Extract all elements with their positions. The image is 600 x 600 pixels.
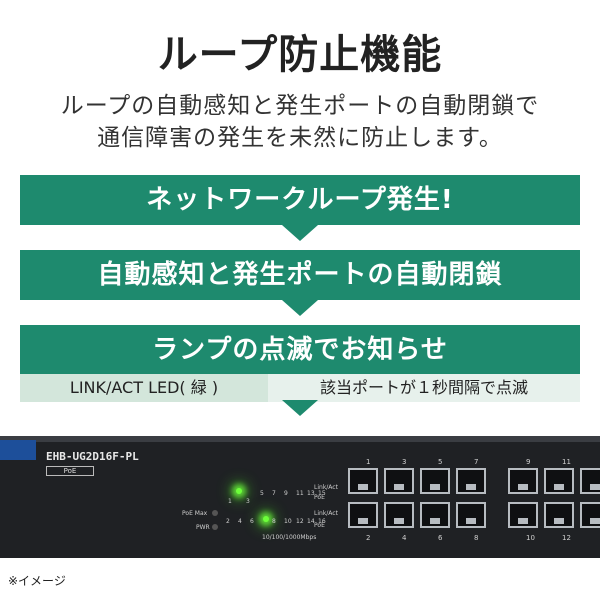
ethernet-port	[580, 502, 600, 528]
led-active-top	[236, 488, 242, 494]
ethernet-port	[384, 502, 414, 528]
port-num-top: 11	[562, 458, 571, 466]
subtitle-line-1: ループの自動感知と発生ポートの自動閉鎖で	[60, 93, 540, 119]
led-num-top: 13	[307, 490, 315, 497]
page-title: ループ防止機能	[157, 32, 443, 78]
image-footnote: ※イメージ	[8, 574, 66, 588]
led-num-bottom: 8	[272, 518, 276, 525]
ethernet-port	[384, 468, 414, 494]
port-num-bottom: 2	[366, 534, 371, 542]
pwr-led	[212, 524, 218, 530]
led-num-bottom: 6	[250, 518, 254, 525]
pwr-label: PWR	[196, 524, 210, 531]
ethernet-port	[508, 502, 538, 528]
led-num-top: 11	[296, 490, 304, 497]
led-num-top: 5	[260, 490, 264, 497]
poe-label-top: PoE	[314, 494, 325, 501]
port-grid: 1 3 5 7 9 11 2 4 6 8 10 12	[340, 458, 600, 544]
ethernet-port	[348, 502, 378, 528]
port-num-top: 1	[366, 458, 371, 466]
port-num-top: 7	[474, 458, 479, 466]
device-model-label: EHB-UG2D16F-PL	[46, 450, 139, 463]
led-num-top: 1	[228, 498, 232, 505]
led-info-left: LINK/ACT LED( 緑 )	[20, 374, 268, 402]
link-act-label-top: Link/Act	[314, 484, 338, 491]
device-top-edge	[0, 436, 600, 442]
led-num-bottom: 12	[296, 518, 304, 525]
led-num-bottom: 10	[284, 518, 292, 525]
brand-logo	[0, 440, 36, 460]
led-info-right: 該当ポートが１秒間隔で点滅	[319, 378, 528, 397]
poe-max-label: PoE Max	[182, 510, 208, 517]
port-num-bottom: 4	[402, 534, 407, 542]
poe-label-bottom: PoE	[314, 522, 325, 529]
ethernet-port	[456, 502, 486, 528]
port-num-bottom: 10	[526, 534, 535, 542]
ethernet-port	[544, 502, 574, 528]
port-num-bottom: 6	[438, 534, 443, 542]
poe-tag: PoE	[46, 466, 94, 476]
ethernet-port	[456, 468, 486, 494]
subtitle-line-2: 通信障害の発生を未然に防止します。	[97, 125, 503, 151]
down-arrow-icon	[282, 400, 318, 416]
port-num-top: 9	[526, 458, 531, 466]
poe-max-led	[212, 510, 218, 516]
step-banner-lamp-notify: ランプの点滅でお知らせ	[20, 325, 580, 375]
led-num-bottom: 2	[226, 518, 230, 525]
down-arrow-icon	[282, 225, 318, 241]
port-num-bottom: 12	[562, 534, 571, 542]
step-banner-loop-occurred: ネットワークループ発生!	[20, 175, 580, 225]
led-num-top: 7	[272, 490, 276, 497]
led-active-bottom	[263, 516, 269, 522]
switch-device-image: EHB-UG2D16F-PL PoE PoE Max PWR 1 3 5 7 9…	[0, 436, 600, 558]
ethernet-port	[544, 468, 574, 494]
port-num-top: 5	[438, 458, 443, 466]
down-arrow-icon	[282, 300, 318, 316]
port-num-top: 3	[402, 458, 407, 466]
led-num-top: 15	[318, 490, 326, 497]
led-num-bottom: 14	[307, 518, 315, 525]
ethernet-port	[508, 468, 538, 494]
led-info-row: LINK/ACT LED( 緑 ) 該当ポートが１秒間隔で点滅	[20, 374, 580, 402]
ethernet-port	[420, 468, 450, 494]
step-banner-auto-detect: 自動感知と発生ポートの自動閉鎖	[20, 250, 580, 300]
led-num-top: 9	[284, 490, 288, 497]
speed-label: 10/100/1000Mbps	[262, 534, 317, 541]
led-num-top: 3	[246, 498, 250, 505]
ethernet-port	[580, 468, 600, 494]
ethernet-port	[420, 502, 450, 528]
link-act-label-bottom: Link/Act	[314, 510, 338, 517]
port-num-bottom: 8	[474, 534, 479, 542]
led-num-bottom: 4	[238, 518, 242, 525]
led-num-bottom: 16	[318, 518, 326, 525]
ethernet-port	[348, 468, 378, 494]
